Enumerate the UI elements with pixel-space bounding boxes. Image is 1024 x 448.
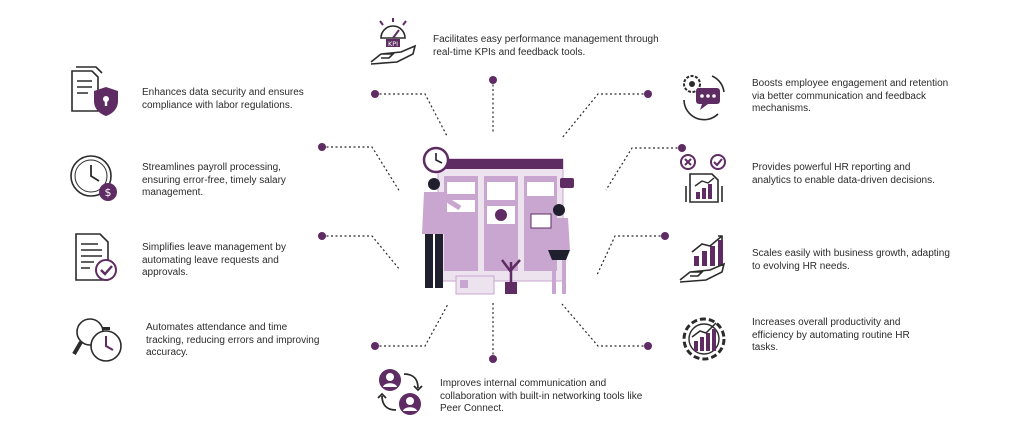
connector-dot (318, 143, 326, 151)
connector-engagement (561, 93, 648, 139)
connector-scaling (596, 235, 665, 276)
feature-text-security: Enhances data security and ensures compl… (142, 87, 304, 111)
feature-text-leave: Simplifies leave management by automatin… (142, 242, 286, 278)
analytics-report-icon (678, 152, 730, 204)
feature-text-attendance: Automates attendance and time tracking, … (146, 322, 320, 358)
svg-text:$: $ (105, 186, 112, 199)
connector-dot (489, 355, 497, 363)
connector-dot (371, 90, 379, 98)
connector-dot (678, 144, 686, 152)
feature-text-reporting: Provides powerful HR reporting and analy… (752, 162, 935, 186)
connector-dot (644, 342, 652, 350)
connector-dot (489, 76, 497, 84)
connector-security (375, 93, 448, 137)
connector-attendance (375, 303, 449, 347)
feature-text-kpi: Facilitates easy performance management … (433, 34, 659, 58)
magnifier-clock-icon (72, 314, 124, 366)
connector-leave (322, 235, 401, 271)
feature-engagement: Boosts employee engagement and retention… (678, 70, 952, 122)
feature-communication: Improves internal communication and coll… (374, 366, 655, 418)
feature-payroll: $ Streamlines payroll processing, ensuri… (68, 152, 322, 204)
feature-text-communication: Improves internal communication and coll… (440, 378, 643, 414)
feature-security: Enhances data security and ensures compl… (68, 65, 332, 117)
connector-reporting (605, 147, 682, 191)
clock-dollar-icon: $ (68, 152, 120, 204)
connector-payroll (322, 146, 401, 193)
feature-text-scaling: Scales easily with business growth, adap… (752, 248, 950, 272)
feature-attendance: Automates attendance and time tracking, … (72, 314, 326, 366)
kpi-icon-label: KPI (388, 40, 398, 48)
connector-dot (371, 342, 379, 350)
connector-productivity (561, 303, 648, 347)
feature-text-payroll: Streamlines payroll processing, ensuring… (142, 162, 286, 198)
hr-dashboard-illustration (422, 146, 574, 295)
gear-bar-chart-icon (678, 313, 730, 365)
feature-productivity: Increases overall productivity and effic… (678, 313, 937, 365)
feature-text-productivity: Increases overall productivity and effic… (752, 317, 910, 353)
document-checkmark-icon (68, 232, 120, 284)
hand-growth-chart-icon (678, 234, 730, 286)
connector-dot (661, 232, 669, 240)
feature-text-engagement: Boosts employee engagement and retention… (752, 78, 949, 114)
people-exchange-icon (374, 366, 426, 418)
connector-dot (644, 90, 652, 98)
feature-kpi: KPI Facilitates easy performance managem… (367, 16, 665, 68)
connector-dot (318, 232, 326, 240)
feature-scaling: Scales easily with business growth, adap… (678, 234, 952, 286)
feature-reporting: Provides powerful HR reporting and analy… (678, 152, 952, 204)
feature-leave: Simplifies leave management by automatin… (68, 232, 317, 284)
document-shield-lock-icon (68, 65, 120, 117)
kpi-hand-icon: KPI (367, 16, 419, 68)
gear-chat-icon (678, 70, 730, 122)
